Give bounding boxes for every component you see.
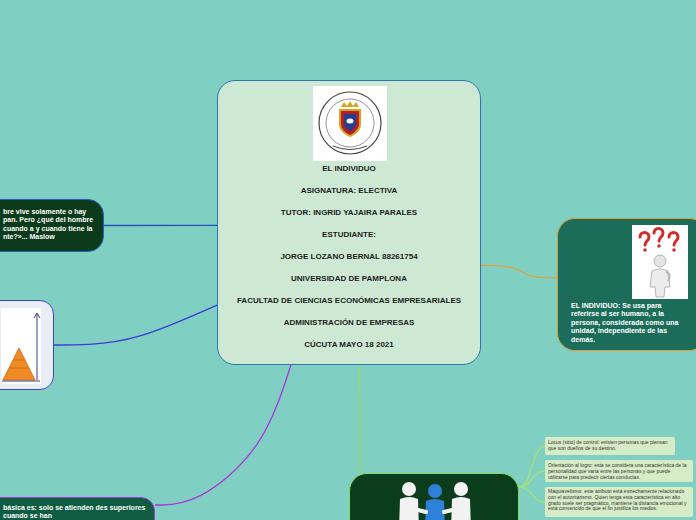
node-text: ESTUDIANTE:	[234, 230, 464, 240]
pyramid-icon	[1, 308, 41, 384]
branch-connector	[519, 471, 545, 487]
subtopic-box: Orientación al logro: esta se considera …	[545, 460, 693, 482]
node-text: EL INDIVIDUO	[234, 164, 464, 174]
node-text: básica es: solo se atienden des superior…	[3, 504, 146, 520]
topic-box: básica es: solo se atienden des superior…	[0, 497, 155, 520]
node-text: UNIVERSIDAD DE PAMPLONA	[234, 274, 464, 284]
node-text: JORGE LOZANO BERNAL 88261754	[234, 252, 464, 262]
node-text: Locus (sitio) de control: existen person…	[548, 439, 672, 451]
quote-topic: bre vive solamente o hay pan. Pero ¿qué …	[0, 199, 104, 252]
node-text: Orientación al logro: esta se considera …	[548, 462, 690, 480]
branch-connector	[519, 487, 545, 502]
node-text: FACULTAD DE CIENCIAS ECONÓMICAS EMPRESAR…	[234, 296, 464, 306]
branch-connector	[481, 265, 557, 278]
subtopic-box: Locus (sitio) de control: existen person…	[545, 437, 675, 455]
node-text: Maquiavelismo: este atributo está estrec…	[548, 489, 690, 512]
definition-topic: EL INDIVIDUO: Se usa para referirse al s…	[557, 218, 696, 351]
node-text: ADMINISTRACIÓN DE EMPRESAS	[234, 318, 464, 328]
team-figures-icon	[395, 480, 475, 520]
subtopic-box: Maquiavelismo: este atributo está estrec…	[545, 487, 693, 517]
branch-connector	[155, 365, 291, 505]
node-text: CÚCUTA MAYO 18 2021	[234, 340, 464, 350]
node-text: EL INDIVIDUO: Se usa para referirse al s…	[571, 302, 684, 344]
branch-connector	[104, 225, 217, 226]
image-topic	[0, 300, 54, 390]
university-logo	[313, 86, 387, 161]
node-text: ASIGNATURA: ELECTIVA	[234, 186, 464, 196]
image-topic	[349, 473, 519, 520]
branch-connector	[359, 365, 361, 473]
branch-connector	[54, 305, 217, 345]
branch-connector	[519, 446, 545, 487]
node-text: bre vive solamente o hay pan. Pero ¿qué …	[3, 208, 97, 242]
person-question-icon	[632, 225, 688, 299]
central-topic: EL INDIVIDUO ASIGNATURA: ELECTIVA TUTOR: I…	[217, 80, 481, 365]
node-text: TUTOR: INGRID YAJAIRA PARALES	[234, 208, 464, 218]
